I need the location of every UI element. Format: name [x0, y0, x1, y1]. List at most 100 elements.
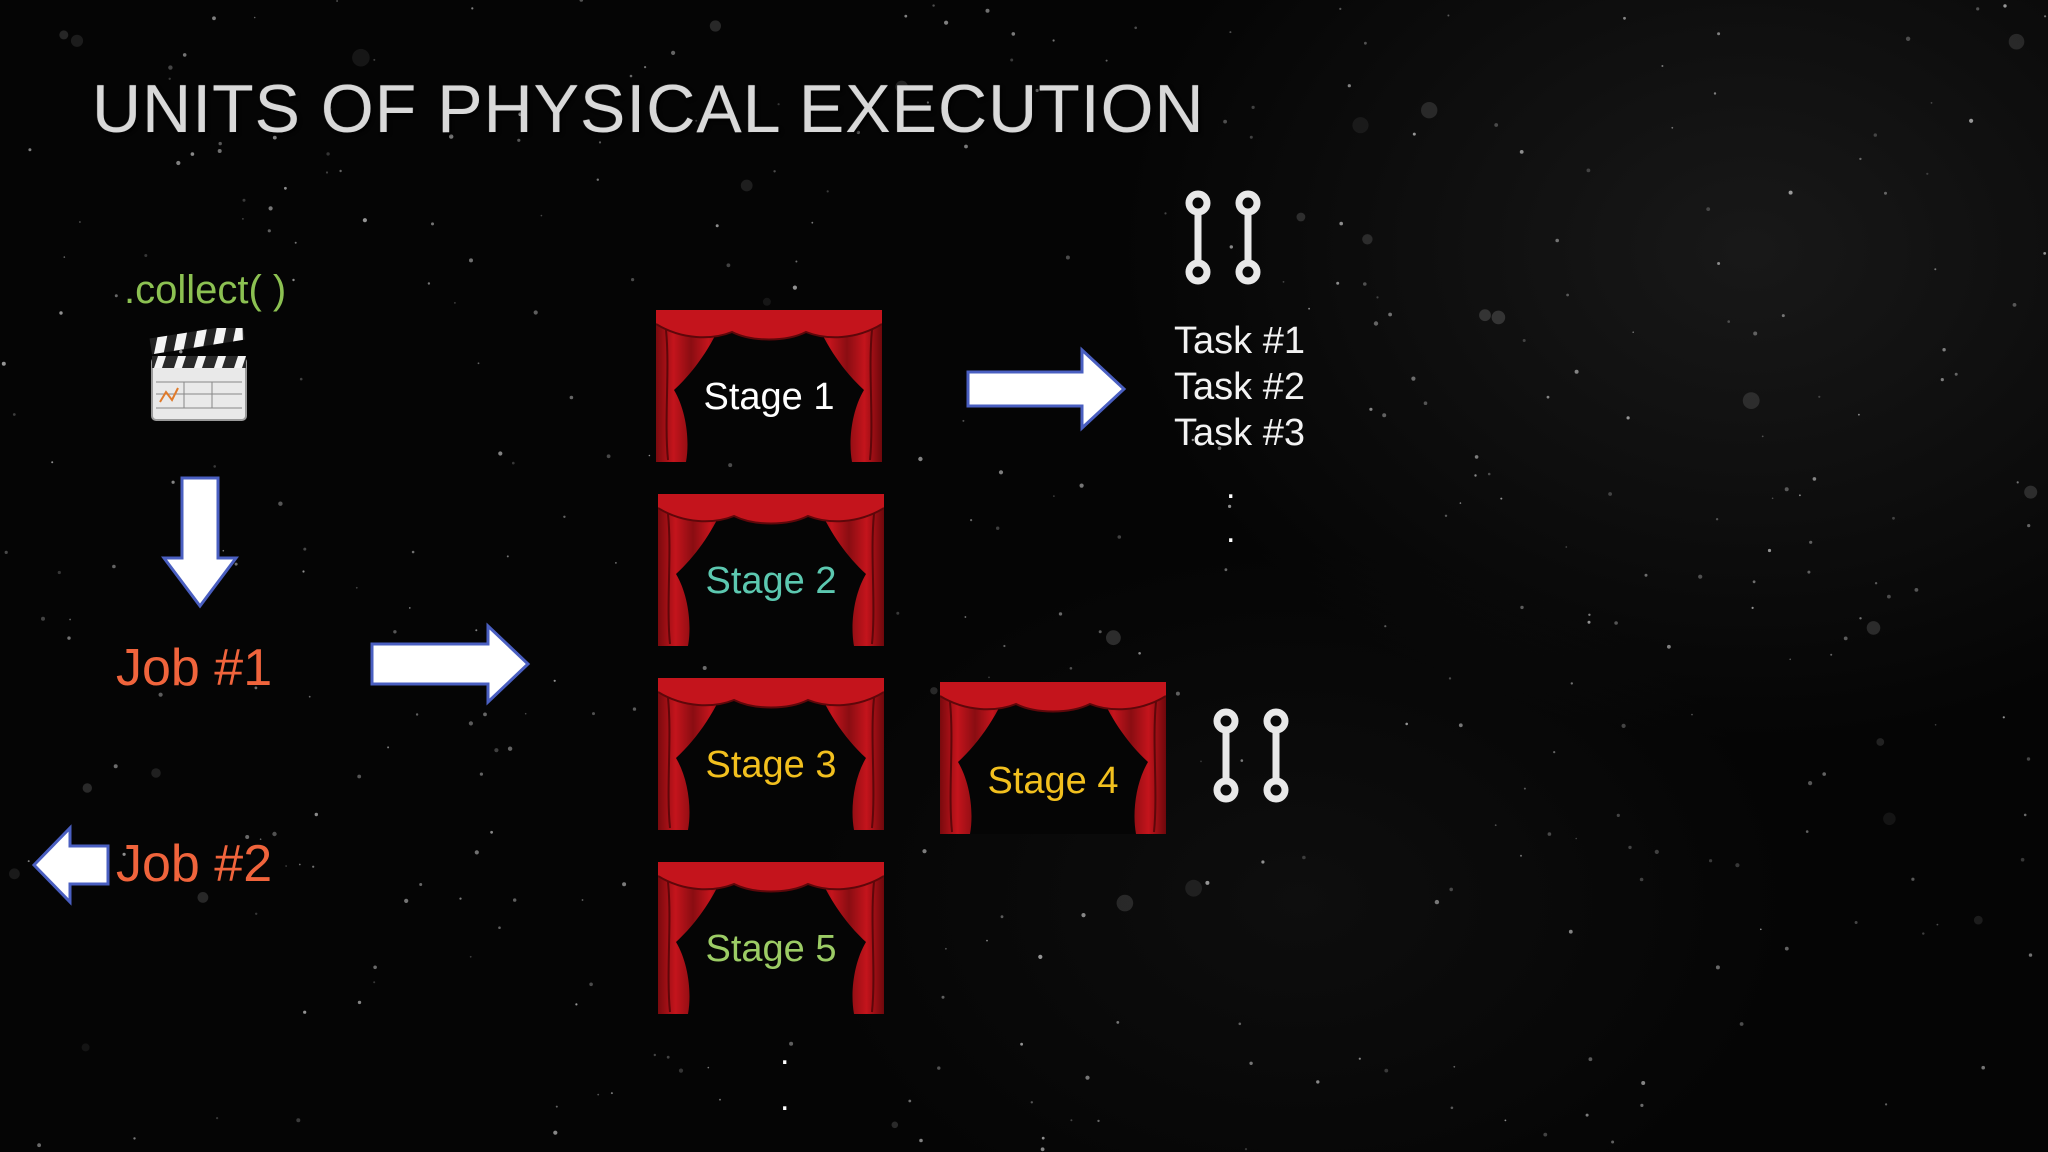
star-particle: [454, 302, 456, 304]
star-particle: [4, 550, 8, 555]
star-particle: [1706, 207, 1711, 212]
star-particle: [63, 256, 66, 258]
star-particle: [1347, 84, 1351, 88]
star-particle: [362, 218, 367, 223]
star-particle: [352, 48, 370, 67]
star-particle: [1874, 582, 1878, 585]
star-particle: [168, 65, 173, 70]
star-particle: [325, 171, 329, 174]
star-particle: [1249, 388, 1252, 391]
star-particle: [1611, 1140, 1615, 1144]
star-particle: [498, 926, 501, 929]
star-particle: [1883, 812, 1896, 826]
theater-curtain-icon: [658, 862, 884, 1014]
star-particle: [610, 1092, 613, 1095]
star-particle: [254, 686, 258, 690]
star-particle: [715, 224, 719, 228]
star-particle: [1251, 105, 1255, 109]
star-particle: [449, 134, 454, 139]
star-particle: [1362, 234, 1373, 245]
star-particle: [176, 160, 181, 166]
star-particle: [1373, 321, 1379, 326]
star-particle: [970, 519, 973, 522]
star-particle: [2043, 252, 2047, 255]
star-particle: [1632, 331, 1634, 334]
star-particle: [81, 1043, 90, 1052]
star-particle: [1185, 879, 1202, 897]
star-particle: [1981, 1065, 1985, 1070]
star-particle: [581, 899, 584, 901]
star-particle: [773, 170, 776, 173]
star-particle: [1942, 348, 1946, 352]
star-particle: [1070, 1119, 1073, 1122]
star-particle: [1500, 497, 1503, 500]
star-particle: [811, 221, 814, 224]
star-particle: [1809, 540, 1813, 544]
star-particle: [1058, 612, 1063, 616]
star-particle: [1449, 887, 1453, 892]
stage-1-label: Stage 1: [703, 376, 835, 418]
star-particle: [411, 550, 415, 554]
star-particle: [1352, 117, 1369, 134]
star-particle: [9, 868, 20, 880]
star-particle: [1134, 26, 1137, 30]
star-particle: [579, 0, 584, 2]
star-particle: [2008, 33, 2025, 50]
star-particle: [1448, 677, 1452, 680]
star-particle: [217, 149, 222, 153]
star-particle: [1261, 860, 1265, 864]
star-particle: [1640, 1103, 1644, 1107]
star-particle: [1555, 238, 1559, 243]
star-particle: [918, 456, 923, 462]
star-particle: [1105, 59, 1108, 62]
star-particle: [1954, 372, 1958, 376]
star-particle: [671, 50, 676, 56]
star-particle: [1858, 413, 1860, 416]
tasks-ellipsis-1: .: [1226, 468, 1236, 506]
star-particle: [245, 835, 250, 839]
star-particle: [709, 20, 722, 32]
star-particle: [1565, 546, 1568, 548]
star-particle: [82, 783, 93, 793]
star-particle: [468, 721, 473, 726]
star-particle: [242, 198, 246, 202]
star-particle: [314, 812, 318, 817]
star-particle: [67, 636, 71, 640]
star-particle: [336, 0, 338, 2]
job-2-label: Job #2: [116, 835, 273, 893]
star-particle: [404, 898, 409, 904]
star-particle: [1547, 832, 1552, 836]
star-particle: [212, 16, 216, 21]
star-particle: [1098, 630, 1102, 634]
star-particle: [373, 965, 377, 970]
star-particle: [540, 214, 543, 217]
star-particle: [1799, 494, 1801, 497]
star-particle: [494, 748, 499, 753]
star-particle: [1905, 36, 1911, 41]
star-particle: [267, 229, 271, 233]
star-particle: [168, 77, 171, 81]
star-particle: [1384, 625, 1387, 628]
stage-2-curtain: Stage 2: [658, 494, 884, 646]
star-particle: [1175, 691, 1180, 696]
star-particle: [1316, 1080, 1320, 1084]
star-particle: [1520, 854, 1522, 857]
star-particle: [1976, 7, 1980, 11]
star-particle: [1608, 492, 1612, 496]
star-particle: [197, 892, 209, 903]
star-particle: [1491, 310, 1506, 325]
star-particle: [986, 939, 988, 942]
star-particle: [1249, 1061, 1253, 1066]
star-particle: [1020, 1042, 1023, 1046]
star-particle: [1934, 724, 1937, 726]
star-particle: [1854, 921, 1858, 924]
star-particle: [299, 377, 303, 381]
star-particle: [1339, 7, 1342, 10]
star-particle: [302, 570, 305, 573]
star-particle: [1843, 636, 1848, 641]
star-particle: [1450, 1106, 1454, 1110]
star-particle: [998, 470, 1004, 475]
star-particle: [1339, 221, 1343, 226]
star-particle: [996, 526, 1000, 530]
star-particle: [409, 607, 411, 609]
